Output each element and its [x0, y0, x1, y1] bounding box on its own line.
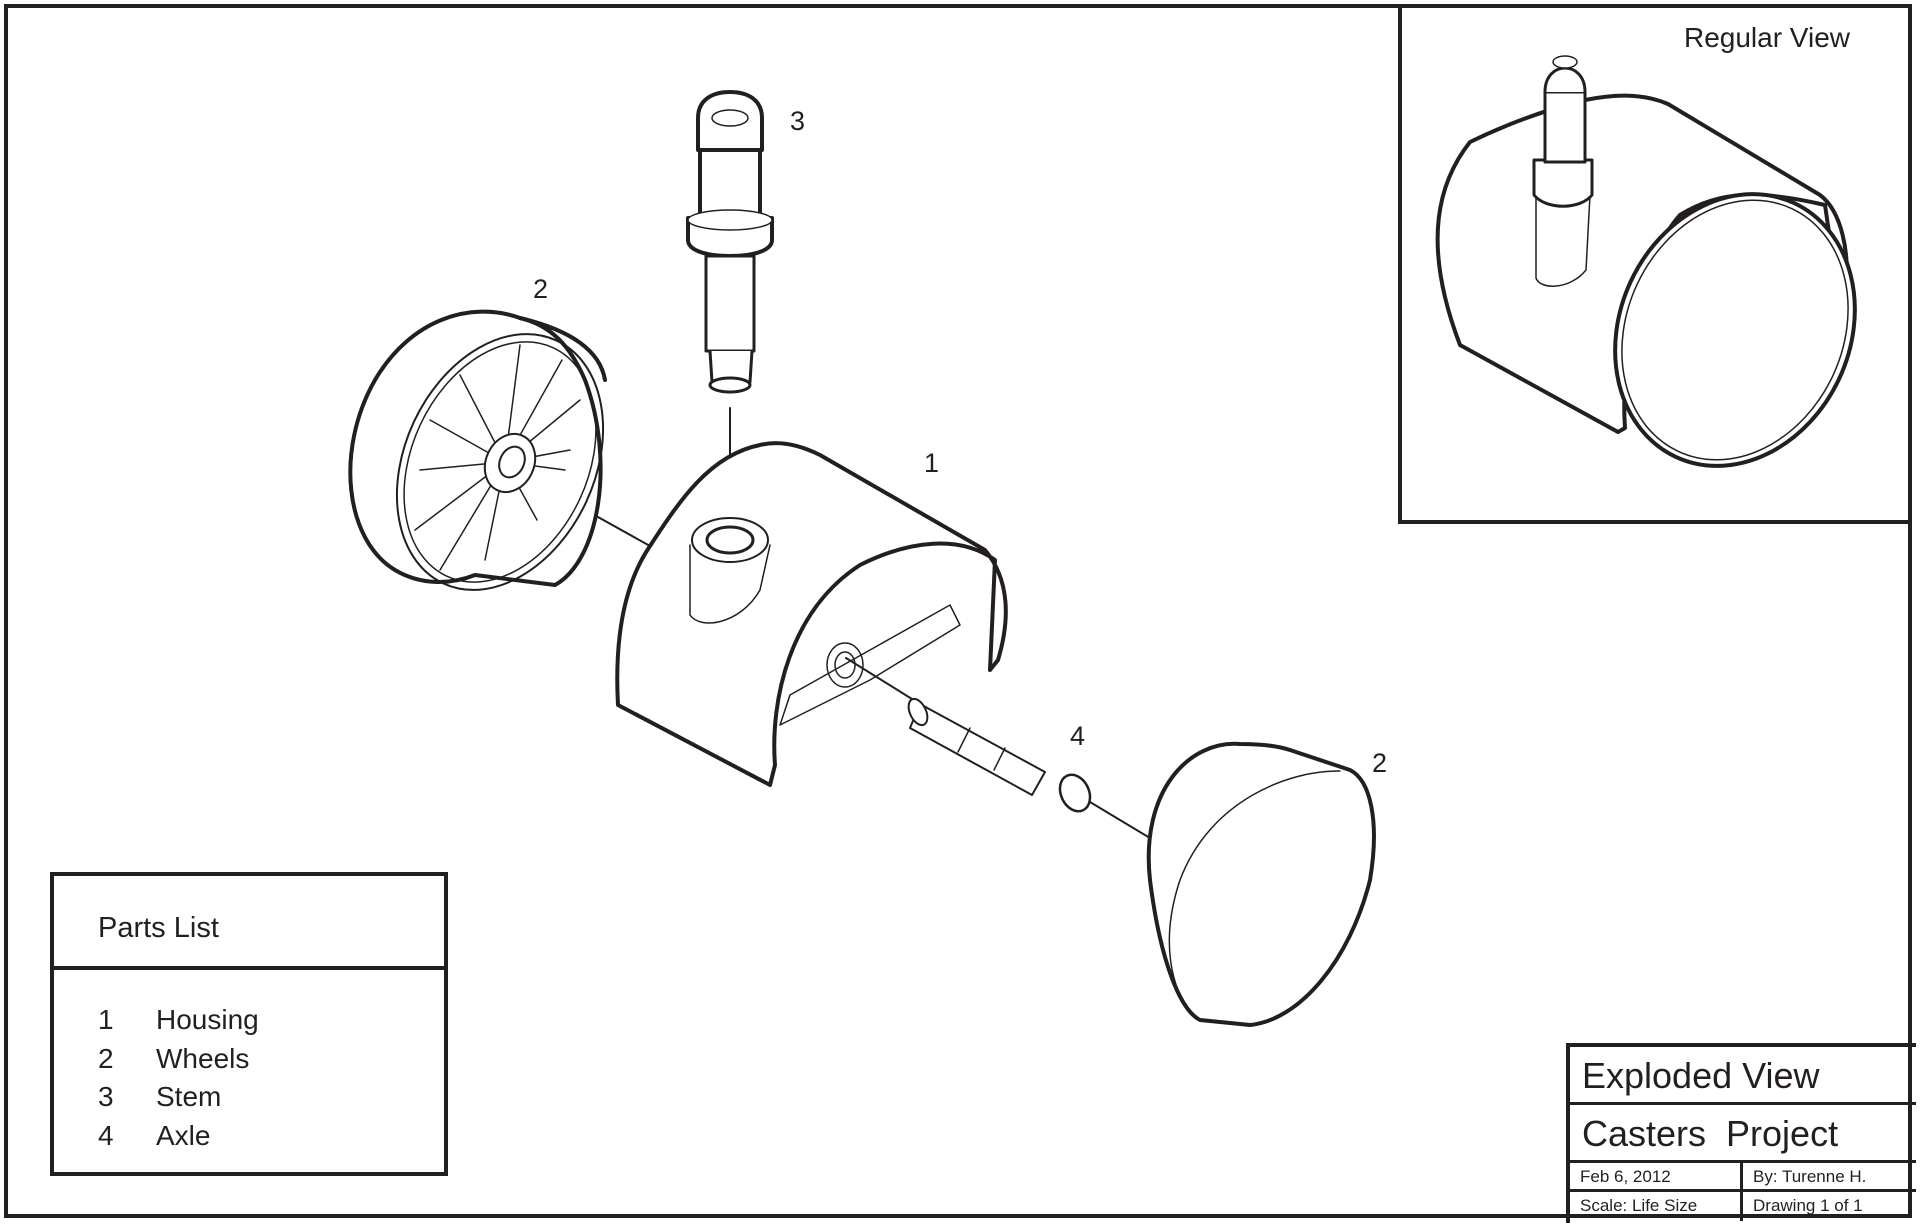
callout-wheel-left: 2: [533, 274, 549, 304]
parts-list-items: 1 Housing 2 Wheels 3 Stem 4 Axle: [54, 970, 444, 1158]
callout-housing: 1: [924, 448, 940, 478]
parts-list-item: 2 Wheels: [98, 1043, 444, 1082]
title-block-sheet: Drawing 1 of 1: [1753, 1196, 1863, 1215]
regular-view-title: Regular View: [1683, 22, 1850, 53]
callout-stem: 3: [790, 106, 806, 136]
part-name: Wheels: [156, 1042, 250, 1074]
part-number: 3: [98, 1081, 114, 1112]
stem-part: [686, 90, 774, 394]
drawing-sheet-border: [4, 4, 1912, 1218]
regular-view-assembly: [1435, 55, 1857, 468]
part-name: Axle: [156, 1119, 211, 1151]
title-block-view-name: Exploded View: [1570, 1047, 1916, 1105]
parts-list-item: 1 Housing: [98, 1004, 444, 1043]
wheel-left-part: [348, 309, 607, 591]
part-number: 2: [98, 1042, 114, 1074]
title-block-date: Feb 6, 2012: [1570, 1163, 1743, 1189]
callout-axle: 4: [1070, 721, 1086, 751]
parts-list-item: 3 Stem: [98, 1081, 444, 1120]
parts-list-header: Parts List: [54, 876, 444, 970]
title-block-author: By: Turenne H.: [1753, 1167, 1867, 1186]
regular-view-inset: Regular View: [1398, 4, 1912, 524]
axle-part: [907, 697, 1092, 813]
title-block-row-date: Feb 6, 2012 By: Turenne H.: [1570, 1163, 1916, 1192]
part-name: Stem: [156, 1081, 222, 1112]
parts-list-title: Parts List: [98, 912, 219, 944]
title-block-row-scale: Scale: Life Size Drawing 1 of 1: [1570, 1192, 1916, 1221]
part-name: Housing: [156, 1004, 259, 1035]
title-block-scale: Scale: Life Size: [1570, 1192, 1743, 1221]
callout-wheel-right: 2: [1372, 748, 1388, 778]
title-block: Exploded View Casters Project Feb 6, 201…: [1566, 1043, 1916, 1223]
title-block-project: Casters Project: [1570, 1105, 1916, 1163]
wheel-right-part: [1146, 741, 1376, 1027]
housing-part: [615, 441, 1008, 787]
part-number: 4: [98, 1119, 114, 1151]
parts-list-table: Parts List 1 Housing 2 Wheels 3 Stem 4 Axle: [50, 872, 448, 1176]
part-number: 1: [98, 1004, 114, 1035]
parts-list-item: 4 Axle: [98, 1120, 444, 1159]
